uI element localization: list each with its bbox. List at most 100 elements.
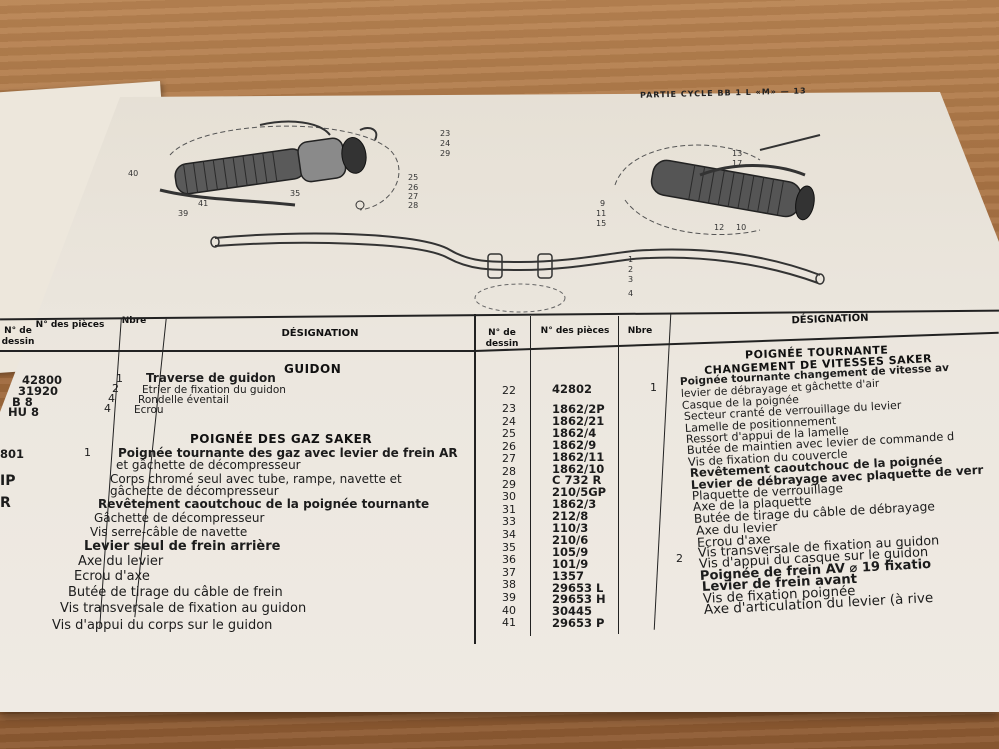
part-number: 42802 — [552, 382, 593, 396]
drawing-number: 39 — [502, 591, 516, 604]
part-number: 1357 — [552, 568, 585, 583]
diagram-label: 10 — [736, 223, 746, 232]
catalog-page — [0, 92, 999, 712]
diagram-label: 40 — [128, 169, 138, 178]
diagram-label: 11 — [596, 209, 606, 218]
designation-row: Revêtement caoutchouc de la poignée tour… — [98, 497, 430, 511]
part-number: 110/3 — [552, 521, 589, 535]
drawing-number: 27 — [502, 452, 516, 466]
part-number: 1862/10 — [552, 461, 605, 476]
right-col-divider-1 — [530, 316, 531, 636]
part-number: 1862/2P — [552, 402, 605, 416]
drawing-number: 37 — [502, 565, 516, 579]
part-number: 29653 L — [552, 580, 604, 595]
drawing-number: 23 — [502, 402, 516, 415]
part-number: 31920 — [18, 384, 59, 398]
quantity: 1 — [116, 372, 123, 385]
quantity: 4 — [104, 402, 111, 415]
part-number: 1862/11 — [552, 449, 605, 464]
drawing-number: 34 — [502, 528, 516, 541]
designation-row: Etrier de fixation du guidon — [142, 384, 286, 396]
designation-row: Rondelle éventail — [138, 394, 229, 406]
right-col-divider-2 — [618, 316, 619, 634]
right-col-nbre-header: Nbre — [627, 326, 653, 336]
right-col-dessin-header: N° de dessin — [485, 328, 519, 349]
left-col-dessin-header: N° de dessin — [1, 326, 35, 347]
part-number: 1862/4 — [552, 425, 597, 440]
part-number: 30445 — [552, 604, 593, 619]
diagram-label: 28 — [408, 201, 418, 210]
diagram-label: 2 — [628, 265, 633, 274]
drawing-number: 33 — [502, 515, 516, 529]
left-header-rule — [0, 350, 475, 352]
left-col-designation-header: DÉSIGNATION — [281, 328, 359, 339]
diagram-label: 25 — [408, 173, 418, 182]
diagram-label: 3 — [628, 275, 633, 284]
part-number: C 732 R — [552, 473, 602, 488]
designation-row: Axe du levier — [78, 554, 164, 569]
diagram-label: 23 — [440, 129, 450, 138]
designation-row: Levier seul de frein arrière — [84, 539, 281, 554]
right-col-pieces-header: N° des pièces — [540, 326, 610, 336]
drawing-number: 40 — [502, 603, 516, 617]
part-number: 1862/21 — [552, 413, 605, 428]
drawing-number: 36 — [502, 553, 516, 567]
part-number: 42800 — [22, 373, 63, 387]
drawing-number: 28 — [502, 465, 516, 478]
diagram-label: 29 — [440, 149, 450, 158]
section-title-gaz: POIGNÉE DES GAZ SAKER — [190, 432, 373, 446]
part-number: 101/9 — [552, 556, 589, 571]
drawing-number: 30 — [502, 490, 516, 504]
center-divider — [474, 314, 476, 644]
left-col-nbre-header: Nbre — [121, 316, 147, 326]
part-number: 29653 H — [552, 592, 606, 607]
diagram-label: 1 — [628, 255, 633, 264]
designation-row: Traverse de guidon — [146, 371, 276, 385]
part-number: 801 — [0, 447, 25, 461]
quantity: 1 — [84, 446, 91, 459]
designation-row: Butée de tirage du câble de frein — [68, 585, 283, 600]
part-number: IP — [0, 473, 16, 489]
quantity: 1 — [650, 381, 657, 394]
diagram-label: 15 — [596, 219, 606, 228]
designation-row: Gâchette de décompresseur — [94, 511, 265, 525]
drawing-number: 41 — [502, 616, 516, 630]
diagram-label: 13 — [732, 149, 742, 158]
diagram-label: 39 — [178, 209, 188, 218]
diagram-label: 17 — [732, 159, 742, 168]
designation-row: Corps chromé seul avec tube, rampe, nave… — [110, 472, 402, 486]
designation-row: gâchette de décompresseur — [110, 484, 279, 498]
diagram-label: 4 — [628, 289, 633, 298]
drawing-number: 29 — [502, 477, 516, 491]
drawing-number: 38 — [502, 578, 516, 592]
part-number: 212/8 — [552, 509, 589, 524]
drawing-number: 25 — [502, 427, 516, 441]
designation-row: Ecrou — [134, 404, 164, 416]
quantity: 2 — [112, 382, 119, 395]
part-number: B 8 — [12, 395, 33, 409]
designation-row: et gâchette de décompresseur — [116, 458, 301, 472]
designation-row: Poignée tournante des gaz avec levier de… — [118, 446, 458, 460]
quantity: 2 — [676, 552, 683, 565]
part-number: 29653 P — [552, 616, 605, 631]
quantity: 4 — [108, 392, 115, 405]
part-number: 210/6 — [552, 532, 589, 547]
part-number: 210/5GP — [552, 485, 607, 500]
part-number: 1862/3 — [552, 497, 597, 512]
section-title-guidon: GUIDON — [284, 362, 342, 376]
drawing-number: 26 — [502, 439, 516, 453]
drawing-number: 24 — [502, 414, 516, 428]
diagram-label: 41 — [198, 199, 208, 208]
diagram-label: 9 — [600, 199, 605, 208]
diagram-label: 27 — [408, 192, 418, 201]
diagram-label: 26 — [408, 183, 418, 192]
designation-row: Vis transversale de fixation au guidon — [60, 601, 307, 616]
left-col-pieces-header: N° des pièces — [35, 320, 105, 330]
part-number: HU 8 — [8, 405, 39, 419]
part-number: 1862/9 — [552, 437, 597, 452]
part-number: R — [0, 495, 11, 511]
diagram-label: 35 — [290, 189, 300, 198]
handlebar-exploded-diagram: 23 24 29 25 26 27 28 39 41 40 35 1 2 3 4… — [128, 120, 825, 313]
drawing-number: 35 — [502, 540, 516, 554]
part-number: 105/9 — [552, 544, 589, 559]
